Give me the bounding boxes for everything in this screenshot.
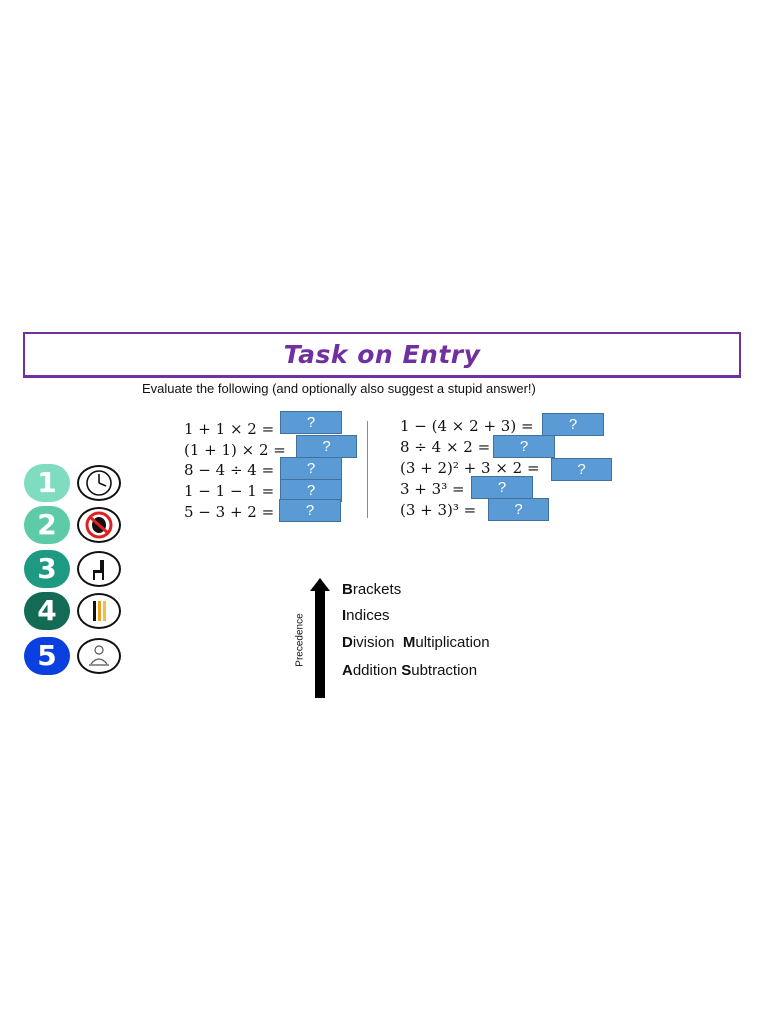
step-number: 5 xyxy=(24,637,70,675)
answer-box[interactable]: ? xyxy=(279,499,341,522)
question-expression: (1 + 1) × 2 = xyxy=(184,441,286,459)
answer-box[interactable]: ? xyxy=(296,435,357,458)
step-number: 3 xyxy=(24,550,70,588)
precedence-arrow-head xyxy=(310,578,330,591)
answer-box[interactable]: ? xyxy=(280,457,342,480)
question-expression: 8 − 4 ÷ 4 = xyxy=(184,461,275,479)
question-expression: 5 − 3 + 2 = xyxy=(184,503,275,521)
student-working-icon xyxy=(77,638,121,674)
precedence-arrow xyxy=(315,590,325,698)
question-expression: 1 + 1 × 2 = xyxy=(184,420,275,438)
page-title: Task on Entry xyxy=(283,340,481,369)
instructions: Evaluate the following (and optionally a… xyxy=(142,381,536,396)
step-number: 4 xyxy=(24,592,70,630)
answer-box[interactable]: ? xyxy=(493,435,555,458)
title-box: Task on Entry xyxy=(23,332,741,378)
rule-division-multiplication: Division Multiplication xyxy=(342,634,490,651)
rule-addition-subtraction: Addition Subtraction xyxy=(342,662,478,679)
precedence-label: Precedence xyxy=(294,613,306,667)
question-expression: 1 − (4 × 2 + 3) = xyxy=(400,417,534,435)
question-expression: 8 ÷ 4 × 2 = xyxy=(400,438,491,456)
rule-indices: Indices xyxy=(342,607,390,624)
rule-brackets: Brackets xyxy=(342,581,402,598)
clock-icon xyxy=(77,465,121,501)
answer-box[interactable]: ? xyxy=(471,476,533,499)
answer-box[interactable]: ? xyxy=(551,458,612,481)
answer-box[interactable]: ? xyxy=(488,498,549,521)
answer-box[interactable]: ? xyxy=(280,411,342,434)
question-expression: (3 + 3)³ = xyxy=(400,501,477,519)
question-expression: (3 + 2)² + 3 × 2 = xyxy=(400,459,540,477)
question-expression: 3 + 3³ = xyxy=(400,480,465,498)
answer-box[interactable]: ? xyxy=(542,413,604,436)
chair-icon xyxy=(77,551,121,587)
pencils-icon xyxy=(77,593,121,629)
column-divider xyxy=(367,421,368,518)
question-expression: 1 − 1 − 1 = xyxy=(184,482,275,500)
step-number: 2 xyxy=(24,506,70,544)
step-number: 1 xyxy=(24,464,70,502)
no-talking-icon xyxy=(77,507,121,543)
